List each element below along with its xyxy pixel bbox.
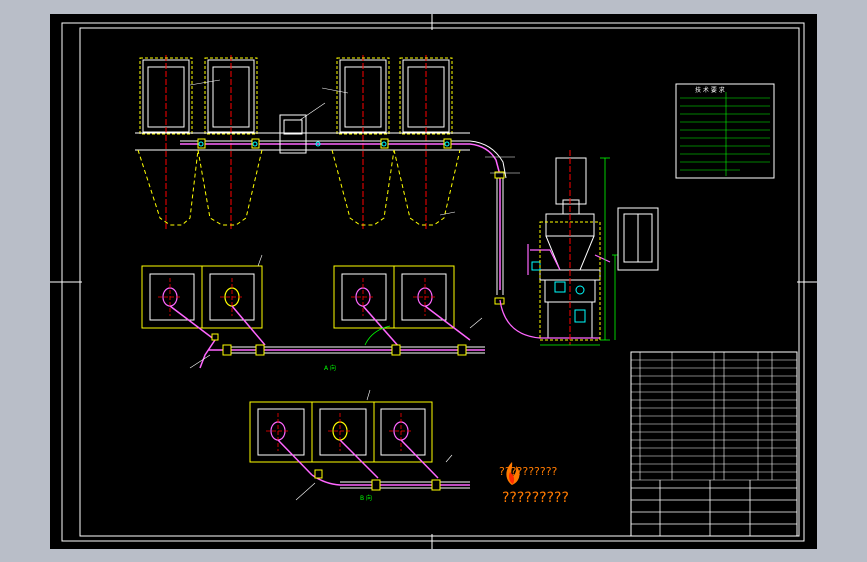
- plan-view-a-drawing: A 向: [141, 254, 485, 372]
- silo-elevation: [135, 55, 520, 305]
- title-block-grid: [631, 480, 797, 536]
- plan-a-centerlines: [158, 278, 437, 316]
- plan-a-dimensions: [364, 325, 391, 346]
- valve-actuators: [198, 141, 450, 147]
- center-marks: [50, 14, 817, 549]
- control-cabinet-panel: [283, 119, 303, 135]
- plan-b-centerlines: [266, 413, 413, 451]
- tech-notes-table: 技 术 要 求: [675, 83, 775, 179]
- silo-hoppers: [137, 149, 461, 226]
- plan-a-valves: [211, 333, 467, 356]
- plan-b-foundations: [249, 401, 433, 463]
- tech-notes-rows: [680, 92, 770, 176]
- feeder-dimensions: [540, 157, 618, 346]
- watermark-line-1: ??????????: [499, 465, 558, 478]
- plan-b-silos: [257, 408, 426, 456]
- conveying-pipe-upper: [180, 143, 501, 290]
- plan-b-valves: [314, 469, 441, 491]
- conveying-pipe-outline: [180, 140, 507, 295]
- tech-notes-title: 技 术 要 求: [695, 86, 725, 94]
- plan-view-b-label: B 向: [360, 494, 372, 502]
- bom-table: [630, 351, 798, 537]
- feeder-assembly: [499, 150, 659, 346]
- plan-b-pipe-outline: [340, 481, 470, 489]
- power-cabinet: [617, 207, 659, 271]
- silo-centerlines: [165, 55, 427, 230]
- plan-view-b-drawing: B 向: [249, 389, 470, 502]
- silo-platform: [139, 57, 453, 135]
- plan-a-silos: [149, 273, 447, 321]
- pipe-valves: [197, 138, 505, 305]
- plan-a-foundations: [141, 265, 455, 329]
- watermark-logo: [506, 462, 520, 485]
- leader-lines-plan-b: [295, 389, 453, 501]
- control-cabinet: [279, 114, 307, 154]
- plan-a-pipe-outline: [230, 346, 485, 354]
- tech-notes-frame: [675, 83, 775, 179]
- plan-a-pipe: [169, 305, 485, 369]
- paper-background: [50, 14, 817, 549]
- plan-view-a-label: A 向: [324, 364, 336, 372]
- leader-lines-plan-a: [189, 254, 483, 369]
- watermark-line-2: ?????????: [502, 490, 569, 506]
- leader-lines-upper: [189, 79, 520, 216]
- bom-grid: [631, 352, 797, 481]
